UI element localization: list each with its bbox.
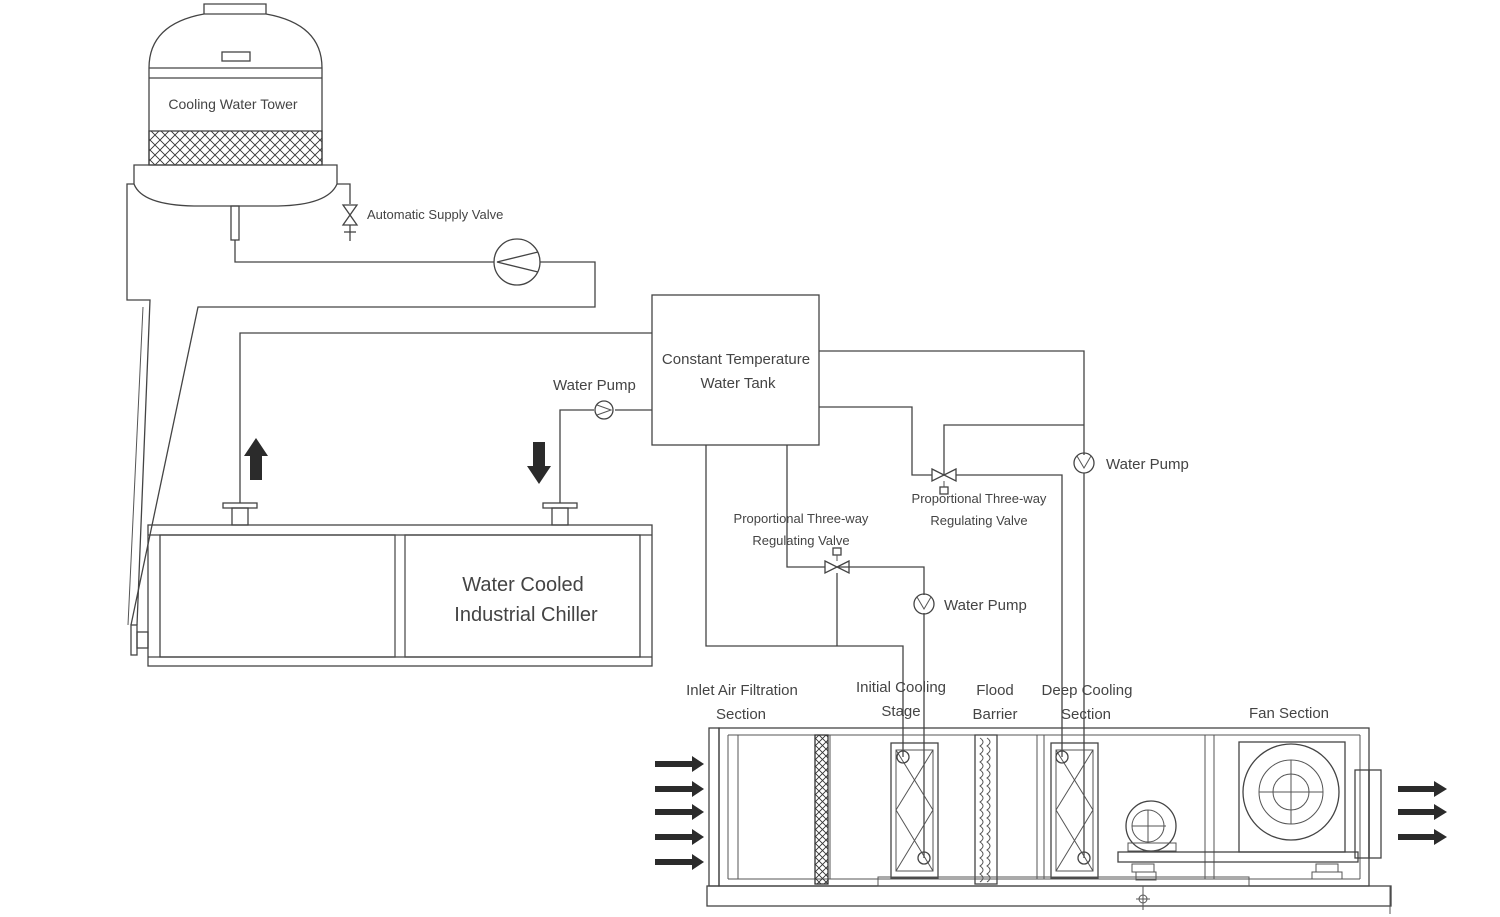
outlet-arrow-icon (1398, 829, 1447, 845)
cooling-tower: Cooling Water Tower (133, 3, 338, 241)
right-valve-label-line2: Regulating Valve (930, 513, 1027, 528)
fan-label: Fan Section (1249, 705, 1329, 722)
flood-label-line1: Flood (976, 682, 1014, 699)
deep-label-line2: Section (1061, 706, 1111, 723)
outlet-arrow-icon (1398, 804, 1447, 820)
automatic-supply-valve: Automatic Supply Valve (337, 183, 503, 241)
inlet-arrow-icon (655, 781, 704, 797)
tank-pump-icon (594, 400, 614, 420)
right-pump-icon (1073, 452, 1095, 474)
chiller-label-line1: Water Cooled (462, 574, 584, 596)
mid-pump-label: Water Pump (944, 597, 1027, 614)
left-valve-label-line2: Regulating Valve (752, 533, 849, 548)
inlet-arrow-icon (655, 756, 704, 772)
supply-valve-label: Automatic Supply Valve (367, 207, 503, 222)
inlet-arrow-icon (655, 829, 704, 845)
deep-label-line1: Deep Cooling (1042, 682, 1133, 699)
down-arrow-icon (527, 442, 551, 484)
cooling-tower-label: Cooling Water Tower (168, 96, 298, 112)
filtration-label-line1: Inlet Air Filtration (686, 682, 798, 699)
fan-housing (1238, 741, 1346, 853)
tank-label-line1: Constant Temperature (662, 351, 810, 368)
chiller-label-line2: Industrial Chiller (454, 604, 598, 626)
ahu-piping: Water Pump Proportional Three-way Regula… (705, 350, 1189, 858)
fan-icon (1242, 743, 1340, 841)
filtration-label-line2: Section (716, 706, 766, 723)
left-valve-label-line1: Proportional Three-way (734, 511, 869, 526)
outlet-arrow-icon (1398, 781, 1447, 797)
circulation-pump-icon (493, 238, 541, 286)
tank-pump-label: Water Pump (553, 377, 636, 394)
inlet-arrow-icon (655, 804, 704, 820)
flood-label-line2: Barrier (972, 706, 1017, 723)
tank-label-line2: Water Tank (700, 375, 776, 392)
water-tank: Constant Temperature Water Tank (651, 294, 820, 446)
right-pump-label: Water Pump (1106, 456, 1189, 473)
inlet-arrow-icon (655, 854, 704, 870)
initial-label-line2: Stage (881, 703, 920, 720)
initial-label-line1: Initial Cooling (856, 679, 946, 696)
tower-pump-loop (126, 183, 596, 626)
air-handling-unit (706, 727, 1392, 914)
chiller-piping: Water Pump (239, 332, 652, 503)
right-valve-label-line1: Proportional Three-way (912, 491, 1047, 506)
airflow-arrows (655, 756, 1447, 870)
water-cooled-chiller: Water Cooled Industrial Chiller (130, 502, 653, 667)
filter-media (814, 734, 829, 885)
up-arrow-icon (244, 438, 268, 480)
mid-pump-icon (913, 593, 935, 615)
ahu-section-labels: Inlet Air Filtration Section Initial Coo… (686, 679, 1329, 723)
